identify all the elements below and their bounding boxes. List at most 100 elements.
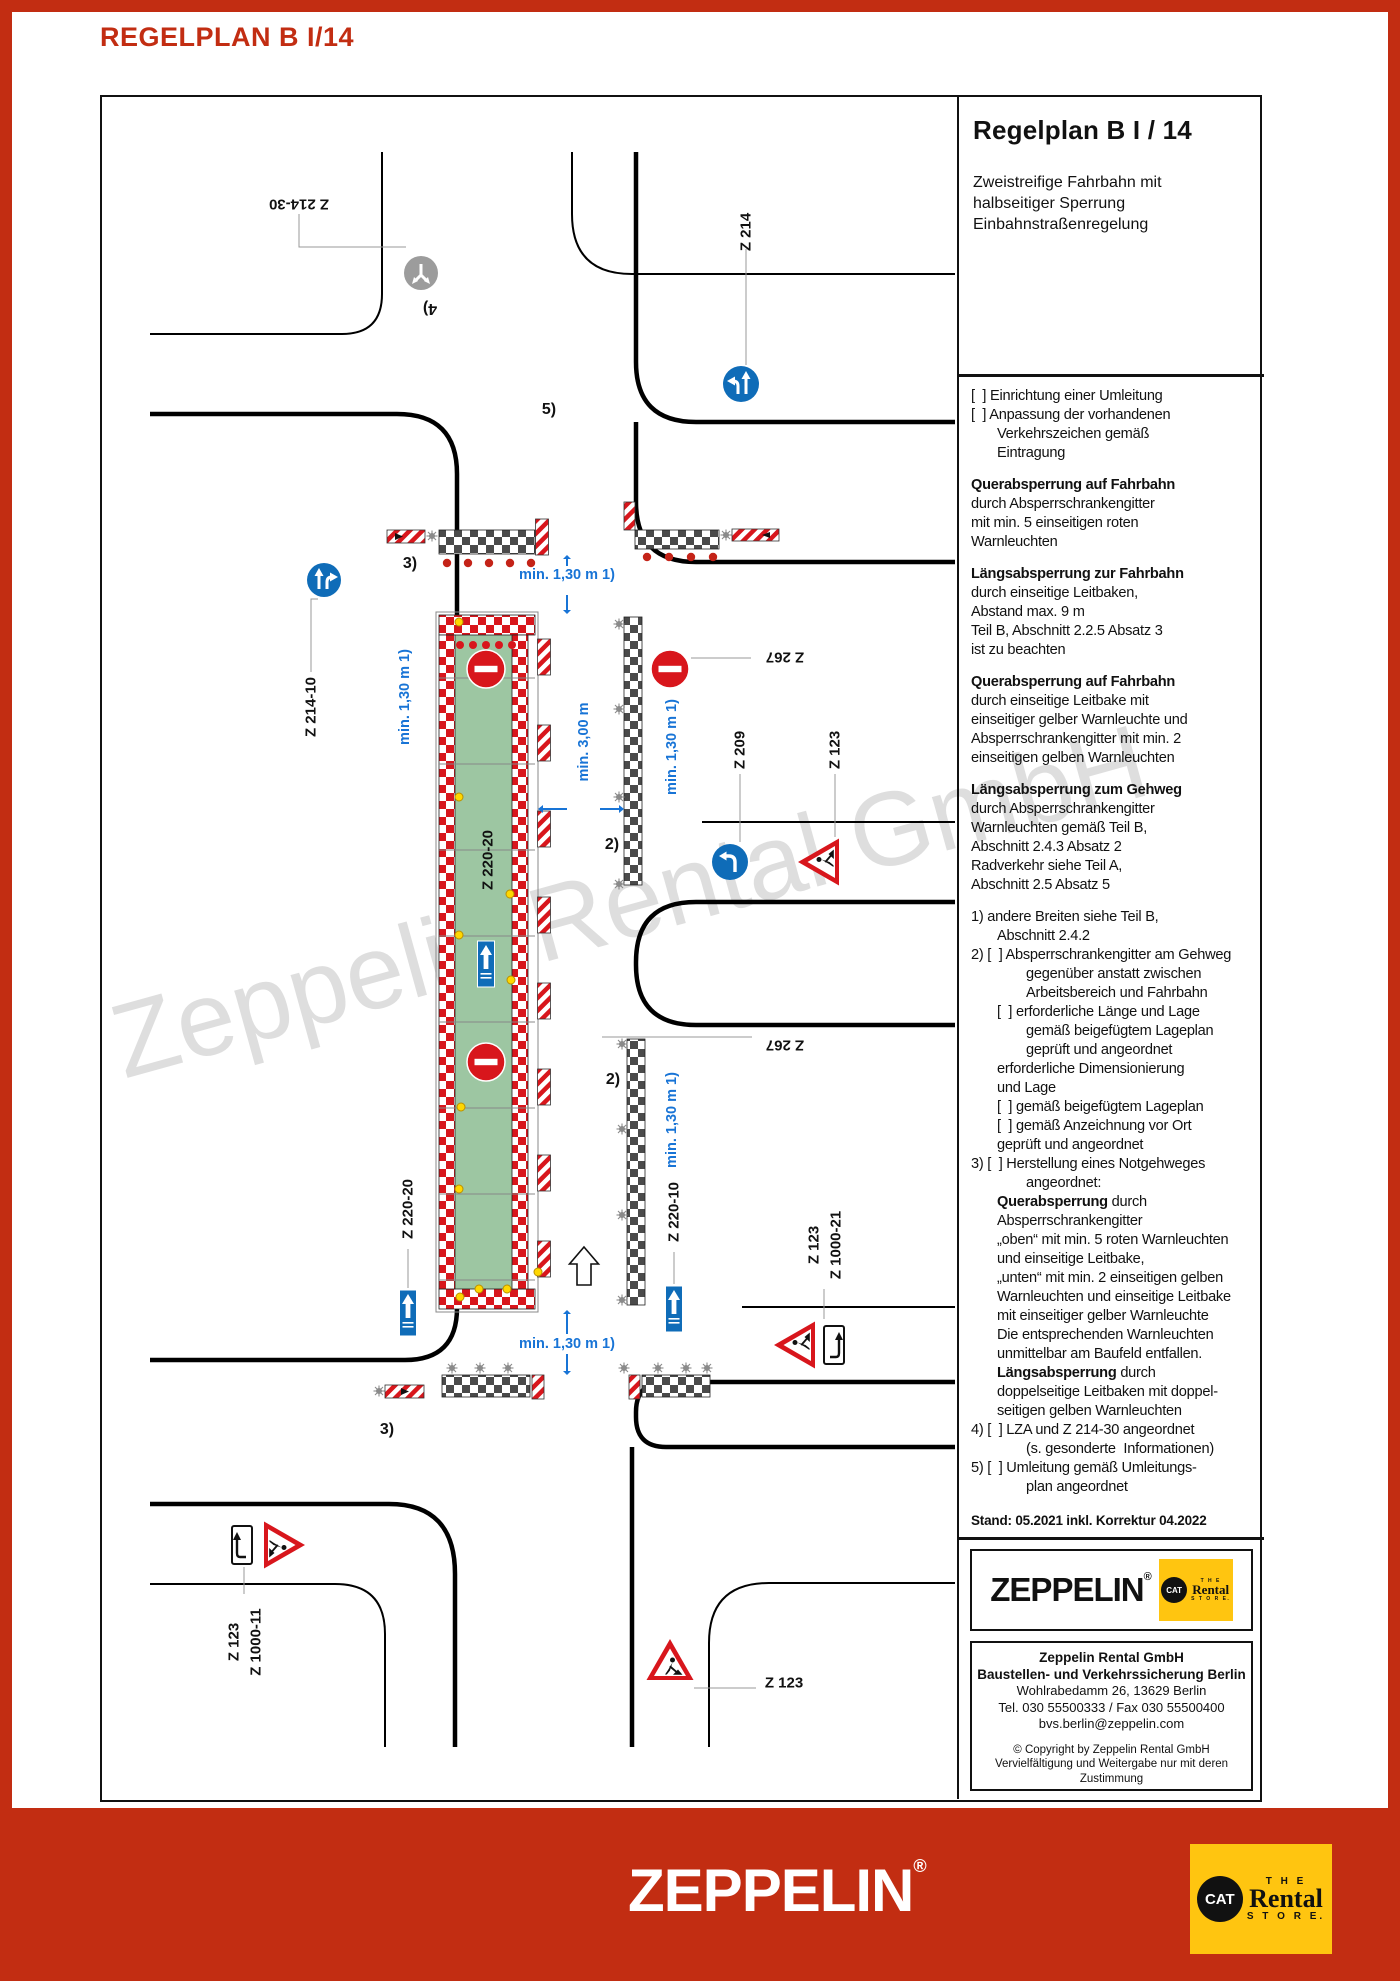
panel-line: erforderliche Dimensionierung xyxy=(997,1061,1185,1077)
cat-logo-icon: CAT xyxy=(1161,1577,1188,1603)
panel-line: Abschnitt 2.4.2 xyxy=(997,928,1090,944)
panel-line: einseitigen gelben Warnleuchten xyxy=(971,750,1175,766)
panel-line: durch einseitige Leitbake mit xyxy=(971,693,1149,709)
panel-line: unmittelbar am Baufeld entfallen. xyxy=(997,1346,1203,1362)
panel-line: Abstand max. 9 m xyxy=(971,604,1085,620)
panel-title: Regelplan B I / 14 xyxy=(973,115,1192,145)
zone-bottom-barrier xyxy=(438,1288,536,1310)
panel-line: einseitiger gelber Warnleuchte und xyxy=(971,712,1188,728)
panel-line: [ ] gemäß beigefügtem Lageplan xyxy=(997,1099,1204,1115)
panel-line: Verkehrszeichen gemäß xyxy=(997,426,1150,442)
panel-line: Längsabsperrung zur Fahrbahn xyxy=(971,566,1184,582)
panel-line: Teil B, Abschnitt 2.2.5 Absatz 3 xyxy=(971,623,1163,639)
panel-line: 2) [ ] Absperrschrankengitter am Gehweg xyxy=(971,947,1232,963)
work-zone xyxy=(435,611,551,1313)
zone-left-longitudinal-barrier xyxy=(438,634,456,1290)
sidewalk-barrier-2 xyxy=(615,1037,646,1307)
zeppelin-logo-box: ZEPPELIN® CAT T H E Rental S T O R E. xyxy=(970,1549,1253,1631)
sign-one-way-2 xyxy=(399,1289,417,1337)
panel-line: Querabsperrung auf Fahrbahn xyxy=(971,674,1176,690)
address-line: Vervielfältigung und Weitergabe nur mit … xyxy=(994,1758,1229,1785)
info-panel: Regelplan B I / 14 Zweistreifige Fahrbah… xyxy=(957,97,1264,1799)
panel-line: Querabsperrung auf Fahrbahn xyxy=(971,477,1176,493)
address-line: bvs.berlin@zeppelin.com xyxy=(1038,1716,1185,1731)
address-line xyxy=(972,1733,1251,1743)
dimension-lines xyxy=(538,555,624,1375)
panel-line: „unten“ mit min. 2 einseitigen gelben xyxy=(997,1270,1224,1286)
zeppelin-wordmark: ZEPPELIN® xyxy=(990,1571,1151,1608)
address-line: Baustellen- und Verkehrssicherung Berlin xyxy=(977,1666,1246,1682)
guide-post-chevrons xyxy=(537,638,551,1278)
panel-line: Arbeitsbereich und Fahrbahn xyxy=(1026,985,1208,1001)
leader-lines xyxy=(243,214,836,1689)
panel-line: Warnleuchten xyxy=(971,534,1058,550)
panel-line: Absperrschrankengitter mit min. 2 xyxy=(971,731,1181,747)
sign-no-entry-3 xyxy=(466,1042,506,1082)
page-frame-left xyxy=(0,0,12,1981)
red-warning-lights xyxy=(456,641,516,649)
traffic-plan-diagram xyxy=(150,152,955,1747)
sign-no-entry-1 xyxy=(466,649,506,689)
sidewalk-barrier-1 xyxy=(612,616,643,891)
page-frame-right xyxy=(1388,0,1400,1981)
sign-z214-30 xyxy=(404,256,438,290)
panel-subtitle-line: Einbahnstraßenregelung xyxy=(973,216,1149,233)
panel-line: (s. gesonderte Informationen) xyxy=(1026,1441,1214,1457)
panel-line: Radverkehr siehe Teil A, xyxy=(971,858,1123,874)
cat-rental-store-logo: CAT T H E Rental S T O R E. xyxy=(1158,1559,1233,1621)
bottom-cross-barriers xyxy=(372,1361,714,1400)
panel-line: [ ] gemäß Anzeichnung vor Ort xyxy=(997,1118,1192,1134)
sign-roadworks-2 xyxy=(774,1321,815,1369)
zone-right-longitudinal-barrier xyxy=(511,634,529,1290)
panel-line: Abschnitt 2.4.3 Absatz 2 xyxy=(971,839,1122,855)
road-network xyxy=(150,152,955,1747)
panel-line: Querabsperrung durch xyxy=(997,1194,1147,1210)
panel-divider-2 xyxy=(959,1537,1264,1540)
sign-no-entry-2 xyxy=(650,649,690,689)
panel-line: mit einseitiger gelber Warnleuchte xyxy=(997,1308,1209,1324)
footer-cat-logo-icon: CAT xyxy=(1196,1876,1243,1922)
page-frame-bottom xyxy=(0,1969,1400,1981)
sign-z1000-11 xyxy=(231,1525,253,1565)
sign-z214-10 xyxy=(307,563,341,597)
top-cross-barriers xyxy=(386,501,780,568)
panel-line: ist zu beachten xyxy=(971,642,1066,658)
panel-divider-1 xyxy=(959,374,1264,377)
panel-line: 3) [ ] Herstellung eines Notgehweges xyxy=(971,1156,1206,1172)
panel-line: geprüft und angeordnet xyxy=(997,1137,1144,1153)
panel-line: plan angeordnet xyxy=(1026,1479,1128,1495)
panel-line: seitigen gelben Warnleuchten xyxy=(997,1403,1182,1419)
page-frame-top xyxy=(0,0,1400,12)
panel-line: [ ] erforderliche Länge und Lage xyxy=(997,1004,1200,1020)
sign-roadworks-4 xyxy=(646,1639,694,1680)
zone-top-barrier xyxy=(438,614,536,636)
panel-body-text: [ ] Einrichtung einer Umleitung[ ] Anpas… xyxy=(959,377,1264,1530)
address-line: Zeppelin Rental GmbH xyxy=(1039,1650,1184,1665)
panel-line: gemäß beigefügtem Lageplan xyxy=(1026,1023,1214,1039)
footer-zeppelin-wordmark: ZEPPELIN® xyxy=(628,1856,927,1924)
panel-line: und einseitige Leitbake, xyxy=(997,1251,1145,1267)
yellow-warning-lights xyxy=(454,617,543,1302)
panel-line: 4) [ ] LZA und Z 214-30 angeordnet xyxy=(971,1422,1195,1438)
panel-line: doppelseitige Leitbaken mit doppel- xyxy=(997,1384,1218,1400)
panel-line: durch Absperrschrankengitter xyxy=(971,801,1155,817)
panel-line: Längsabsperrung zum Gehweg xyxy=(971,782,1182,798)
panel-line: Längsabsperrung durch xyxy=(997,1365,1156,1381)
panel-line: [ ] Einrichtung einer Umleitung xyxy=(971,388,1163,404)
panel-line: durch einseitige Leitbaken, xyxy=(971,585,1138,601)
sign-z214 xyxy=(723,366,759,402)
panel-line: angeordnet: xyxy=(1026,1175,1102,1191)
address-line: Tel. 030 55500333 / Fax 030 55500400 xyxy=(998,1699,1225,1715)
panel-subtitle-line: halbseitiger Sperrung xyxy=(973,195,1126,212)
sign-z1000-21 xyxy=(823,1325,845,1365)
panel-line: Absperrschrankengitter xyxy=(997,1213,1143,1229)
sign-one-way-3 xyxy=(665,1285,683,1333)
panel-line: mit min. 5 einseitigen roten xyxy=(971,515,1139,531)
sign-roadworks-1 xyxy=(798,838,839,886)
page-title: REGELPLAN B I/14 xyxy=(100,22,355,52)
panel-line: Eintragung xyxy=(997,445,1066,461)
